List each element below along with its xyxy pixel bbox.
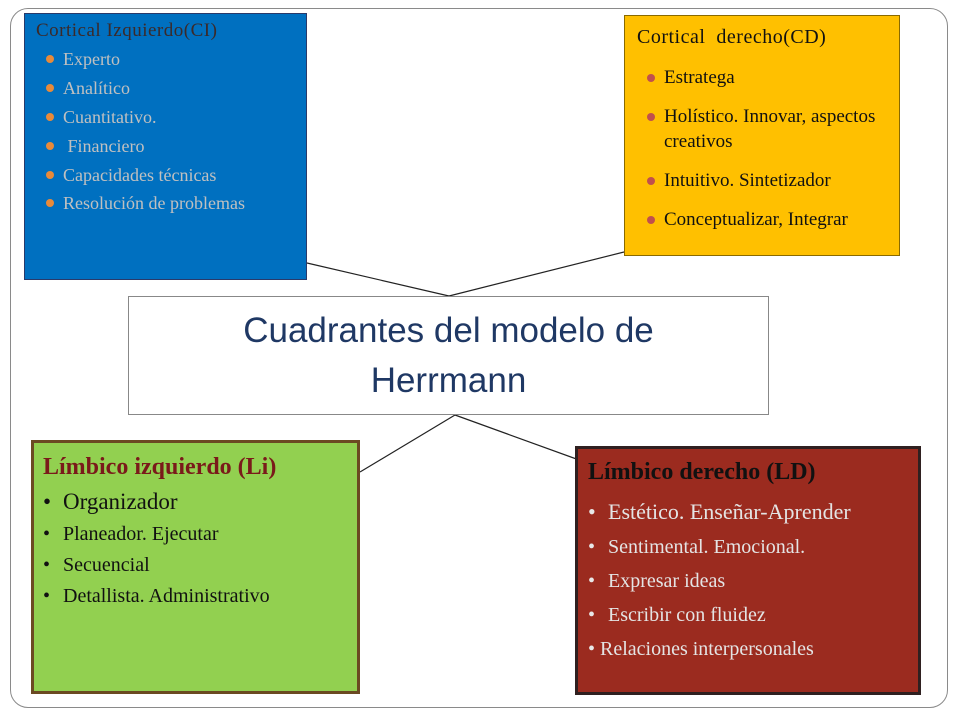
quadrant-cortical-derecho: Cortical derecho(CD) Estratega Holístico… — [624, 15, 900, 256]
quadrant-list: Estratega Holístico. Innovar, aspectos c… — [637, 65, 889, 232]
item-label: Secuencial — [63, 554, 150, 577]
item-label: Planeador. Ejecutar — [63, 523, 219, 546]
item-label: Organizador — [63, 488, 178, 514]
list-item: • Organizador — [43, 489, 349, 515]
bullet-icon: • — [43, 554, 51, 577]
list-item: Financiero — [36, 135, 296, 156]
list-item: • Expresar ideas — [588, 570, 912, 592]
list-item: Experto — [36, 50, 296, 69]
list-item: • Escribir con fluidez — [588, 604, 912, 626]
center-title-box: Cuadrantes del modelo de Herrmann — [128, 296, 769, 415]
quadrant-limbico-derecho: Límbico derecho (LD) • Estético. Enseñar-… — [575, 446, 921, 695]
bullet-icon — [46, 170, 54, 179]
list-item: • Secuencial — [43, 554, 349, 577]
quadrant-limbico-izquierdo: Límbico izquierdo (Li) • Organizador • Pla… — [31, 440, 360, 694]
quadrant-cortical-izquierdo: Cortical Izquierdo(CI) Experto Analítico… — [24, 13, 307, 280]
item-label: Cuantitativo. — [63, 106, 157, 127]
item-label: Estético. Enseñar-Aprender — [608, 499, 851, 524]
list-item: Analítico — [36, 77, 296, 98]
list-item: Resolución de problemas — [36, 194, 296, 213]
item-label: Escribir con fluidez — [608, 604, 766, 627]
list-item: Capacidades técnicas — [36, 164, 296, 185]
bullet-icon: • — [588, 536, 596, 559]
list-item: • Detallista. Administrativo — [43, 585, 349, 608]
item-label: Intuitivo. Sintetizador — [664, 169, 831, 191]
bullet-icon — [46, 112, 54, 121]
item-label: Sentimental. Emocional. — [608, 536, 806, 559]
bullet-icon — [647, 215, 655, 224]
item-label: Expresar ideas — [608, 570, 726, 593]
bullet-icon — [647, 74, 655, 82]
bullet-icon: • — [43, 523, 51, 546]
item-label: Resolución de problemas — [63, 193, 245, 214]
center-title: Cuadrantes del modelo de Herrmann — [243, 310, 654, 400]
bullet-icon — [46, 141, 54, 150]
bullet-icon — [46, 83, 54, 92]
bullet-icon — [46, 199, 54, 208]
item-label: Analítico — [63, 77, 130, 98]
quadrant-title: Límbico izquierdo (Li) — [43, 454, 277, 480]
list-item: • Planeador. Ejecutar — [43, 523, 349, 546]
quadrant-title: Límbico derecho (LD) — [588, 459, 816, 485]
list-item: • Sentimental. Emocional. — [588, 536, 912, 558]
bullet-icon: • — [43, 585, 51, 608]
connector-li — [359, 414, 456, 473]
item-label: Conceptualizar, Integrar — [664, 208, 848, 230]
bullet-icon — [647, 176, 655, 185]
bullet-icon: • — [588, 604, 596, 627]
list-item: Cuantitativo. — [36, 106, 296, 127]
list-item: Holístico. Innovar, aspectos creativos — [637, 104, 889, 155]
item-label: Estratega — [664, 67, 735, 88]
slide-frame — [10, 8, 948, 708]
quadrant-title: Cortical derecho(CD) — [637, 26, 827, 48]
bullet-icon: • — [588, 499, 596, 524]
connector-ld — [454, 414, 594, 466]
bullet-icon — [46, 55, 54, 63]
quadrant-list: • Estético. Enseñar-Aprender • Sentimental… — [588, 499, 912, 660]
quadrant-list: Experto Analítico Cuantitativo. Financie… — [36, 50, 296, 213]
list-item: Intuitivo. Sintetizador — [637, 168, 889, 194]
list-item: •Relaciones interpersonales — [588, 638, 912, 660]
connector-ci — [306, 262, 450, 297]
item-label: Capacidades técnicas — [63, 164, 217, 185]
item-label: Holístico. Innovar, aspectos creativos — [664, 105, 876, 153]
list-item: • Estético. Enseñar-Aprender — [588, 499, 912, 524]
item-label: Relaciones interpersonales — [600, 638, 814, 661]
item-label: Detallista. Administrativo — [63, 585, 270, 608]
bullet-icon: • — [43, 488, 52, 514]
connector-cd — [448, 251, 625, 297]
bullet-icon — [647, 112, 655, 121]
quadrant-title: Cortical Izquierdo(CI) — [36, 20, 218, 41]
item-label: Experto — [63, 49, 120, 69]
quadrant-list: • Organizador • Planeador. Ejecutar • Secue… — [43, 489, 349, 608]
list-item: Estratega — [637, 65, 889, 91]
item-label: Financiero — [63, 135, 145, 156]
bullet-icon: • — [588, 570, 596, 593]
list-item: Conceptualizar, Integrar — [637, 207, 889, 233]
bullet-icon: • — [588, 638, 596, 661]
